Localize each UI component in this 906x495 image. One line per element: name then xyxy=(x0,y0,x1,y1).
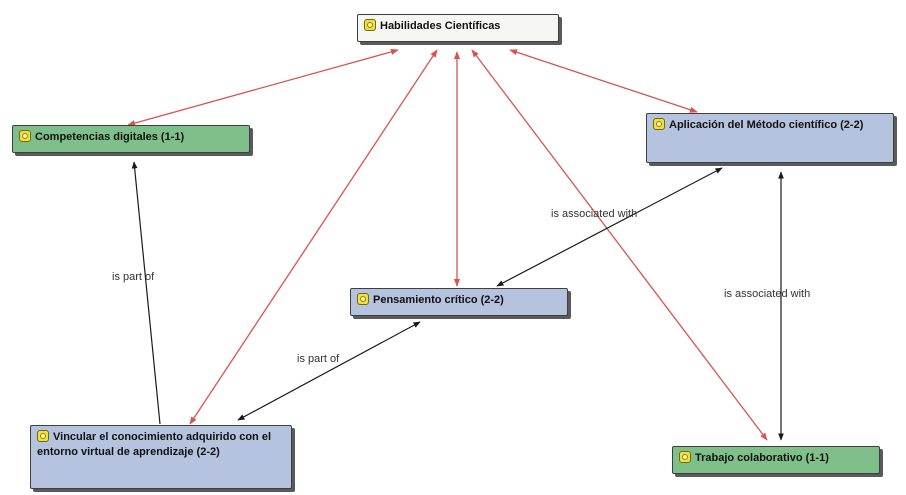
link-habilidades-trabajo[interactable] xyxy=(471,49,768,441)
concept-aplicacion-metodo-cientifico[interactable]: Aplicación del Método científico (2-2) xyxy=(646,113,894,163)
concept-competencias-digitales[interactable]: Competencias digitales (1-1) xyxy=(12,125,250,153)
concept-icon xyxy=(19,130,31,142)
link-pensamiento-vincular[interactable] xyxy=(237,321,421,421)
node-label: Aplicación del Método científico (2-2) xyxy=(669,119,864,131)
edge-label-is-part-of: is part of xyxy=(297,353,340,365)
link-habilidades-vincular[interactable] xyxy=(189,49,438,425)
node-label: Competencias digitales (1-1) xyxy=(35,131,185,143)
edge-label-is-part-of: is part of xyxy=(112,271,155,283)
link-habilidades-competencias[interactable] xyxy=(127,48,399,127)
concept-vincular-conocimiento[interactable]: Vincular el conocimiento adquirido con e… xyxy=(30,425,292,489)
concept-icon xyxy=(679,451,691,463)
concept-pensamiento-critico[interactable]: Pensamiento crítico (2-2) xyxy=(350,288,568,316)
node-label: Trabajo colaborativo (1-1) xyxy=(695,452,829,464)
link-aplicacion-pensamiento[interactable] xyxy=(496,167,723,287)
link-competencias-vincular[interactable] xyxy=(131,161,161,425)
link-habilidades-aplicacion[interactable] xyxy=(509,49,698,113)
edge-label-is-associated-with: is associated with xyxy=(724,288,811,300)
concept-habilidades-cientificas[interactable]: Habilidades Científicas xyxy=(357,14,559,42)
concept-icon xyxy=(37,430,49,442)
concept-trabajo-colaborativo[interactable]: Trabajo colaborativo (1-1) xyxy=(672,446,880,474)
concept-icon xyxy=(357,293,369,305)
node-label: Habilidades Científicas xyxy=(380,20,501,32)
node-label: Vincular el conocimiento adquirido con e… xyxy=(37,431,272,458)
node-label: Pensamiento crítico (2-2) xyxy=(373,294,504,306)
edge-label-is-associated-with: is associated with xyxy=(551,208,638,220)
concept-icon xyxy=(364,19,376,31)
concept-icon xyxy=(653,118,665,130)
